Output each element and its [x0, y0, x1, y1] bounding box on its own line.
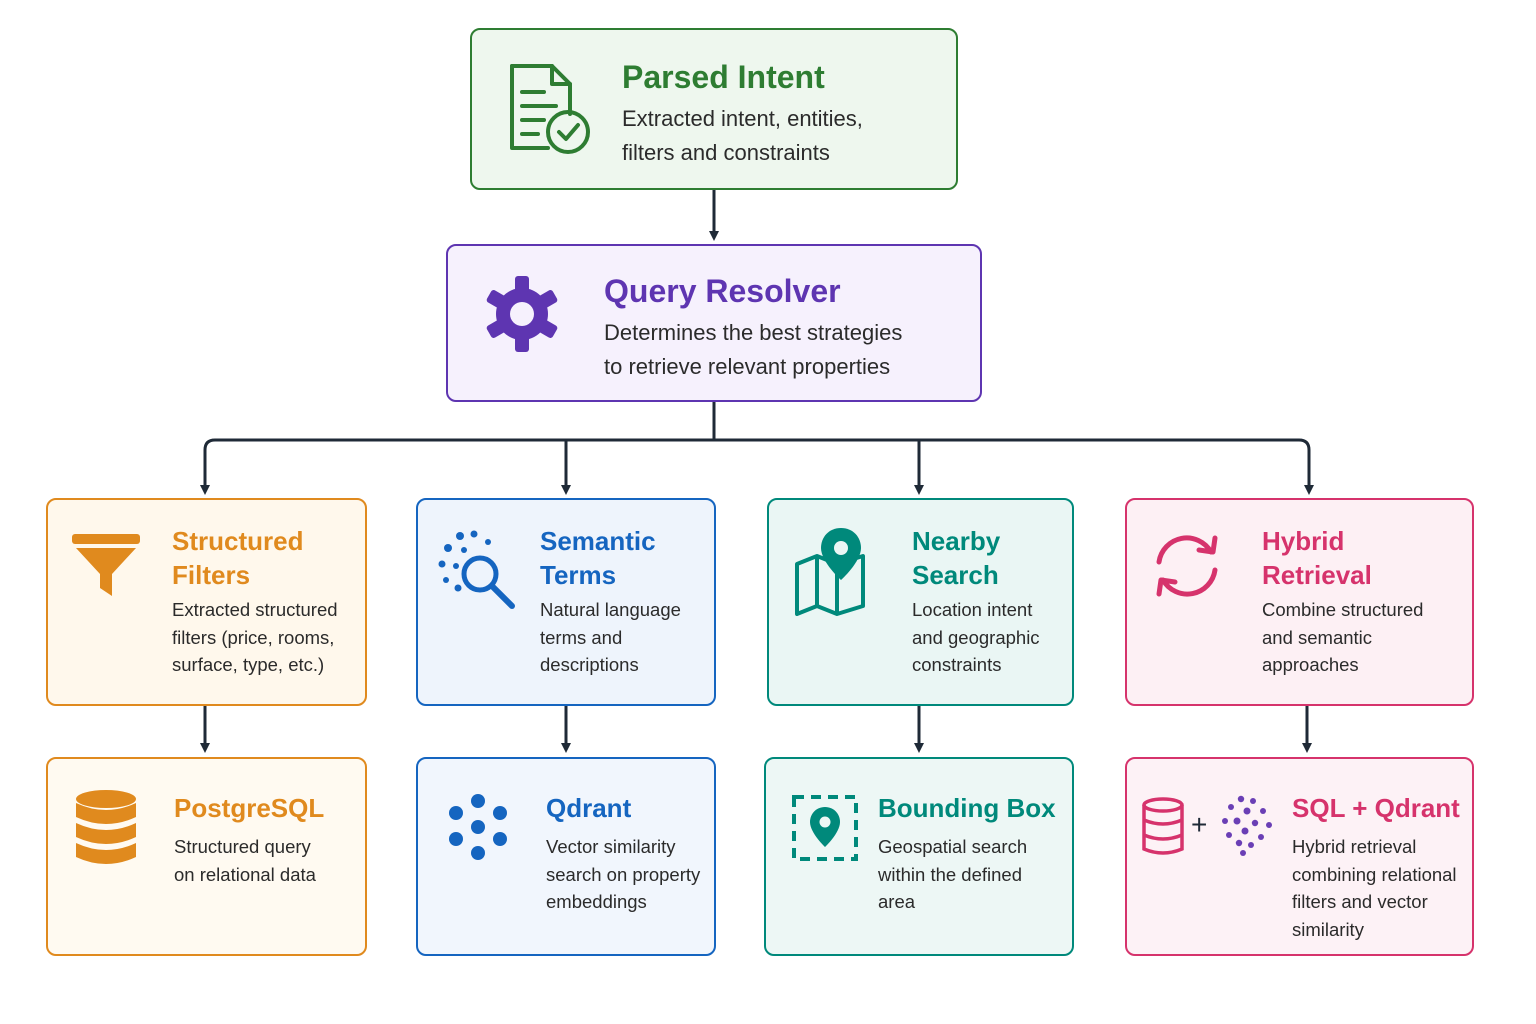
sql-qdrant-box: + SQL + Qdrant Hybrid retrieval [1125, 757, 1474, 956]
hybrid-retrieval-box: Hybrid Retrieval Combine structured and … [1125, 498, 1474, 706]
connector-branch-right [714, 438, 1314, 495]
hybrid-retrieval-title: Hybrid Retrieval [1262, 526, 1372, 590]
postgresql-title: PostgreSQL [174, 793, 325, 823]
sql-qdrant-title: SQL + Qdrant [1292, 793, 1460, 823]
bounding-box-pin-icon [790, 793, 860, 863]
document-check-icon [504, 62, 594, 158]
sql-qdrant-description: Hybrid retrieval combining relational fi… [1292, 836, 1457, 940]
qdrant-box: Qdrant Vector similarity search on prope… [416, 757, 716, 956]
postgresql-description: Structured query on relational data [174, 836, 316, 885]
database-icon [1141, 797, 1185, 857]
funnel-icon [70, 530, 142, 602]
gear-icon [482, 274, 562, 354]
parsed-intent-box: Parsed Intent Extracted intent, entities… [470, 28, 958, 190]
connector-branch-left [200, 438, 714, 495]
bounding-box-description: Geospatial search within the defined are… [878, 836, 1028, 912]
semantic-search-icon [438, 530, 518, 610]
semantic-terms-description: Natural language terms and descriptions [540, 599, 681, 675]
sync-icon [1151, 530, 1223, 602]
qdrant-description: Vector similarity search on property emb… [546, 836, 701, 912]
query-resolver-title: Query Resolver [604, 273, 841, 309]
qdrant-title: Qdrant [546, 793, 632, 823]
plus-icon: + [1191, 809, 1208, 840]
query-resolver-box: Query Resolver Determines the best strat… [446, 244, 982, 402]
bounding-box-title: Bounding Box [878, 793, 1056, 823]
parsed-intent-title: Parsed Intent [622, 59, 825, 95]
structured-filters-box: Structured Filters Extracted structured … [46, 498, 367, 706]
vector-scatter-icon [1221, 795, 1273, 857]
hybrid-retrieval-description: Combine structured and semantic approach… [1262, 599, 1424, 675]
structured-filters-title: Structured Filters [172, 526, 304, 590]
vector-dots-icon [446, 793, 512, 863]
semantic-terms-title: Semantic Terms [540, 526, 656, 590]
structured-filters-description: Extracted structured filters (price, roo… [172, 599, 338, 675]
postgresql-box: PostgreSQL Structured query on relationa… [46, 757, 367, 956]
semantic-terms-box: Semantic Terms Natural language terms an… [416, 498, 716, 706]
bounding-box-box: Bounding Box Geospatial search within th… [764, 757, 1074, 956]
database-icon [74, 789, 138, 869]
nearby-search-description: Location intent and geographic constrain… [912, 599, 1040, 675]
nearby-search-title: Nearby Search [912, 526, 1001, 590]
map-pin-icon [793, 526, 873, 616]
nearby-search-box: Nearby Search Location intent and geogra… [767, 498, 1074, 706]
parsed-intent-description: Extracted intent, entities, filters and … [622, 106, 863, 165]
query-resolver-description: Determines the best strategies to retrie… [604, 320, 903, 379]
